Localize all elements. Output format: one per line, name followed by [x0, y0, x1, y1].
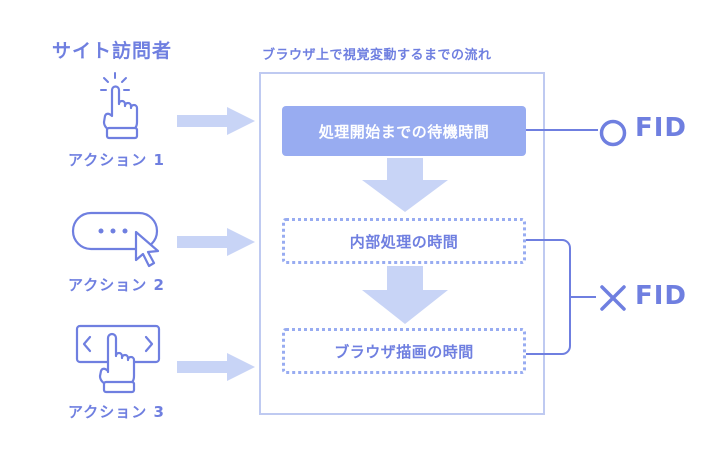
- down-arrow-2: [362, 266, 448, 324]
- fid-included-label: FID: [635, 113, 688, 143]
- action-1-label: アクション 1: [68, 151, 165, 169]
- down-arrow-1: [362, 158, 448, 212]
- browser-flow-title: ブラウザ上で視覚変動するまでの流れ: [262, 48, 492, 63]
- circle-icon: [599, 119, 627, 147]
- input-arrow-3: [177, 353, 255, 381]
- fid-connector-line: [526, 129, 598, 131]
- input-arrow-2: [177, 228, 255, 256]
- browser-render-label: ブラウザ描画の時間: [334, 342, 474, 361]
- browser-frame: [259, 72, 545, 415]
- visitors-title: サイト訪問者: [52, 40, 173, 62]
- swipe-hand-icon: [75, 324, 161, 394]
- cursor-click-icon: [71, 211, 160, 268]
- input-arrow-1: [177, 107, 255, 135]
- action-3-label: アクション 3: [68, 403, 165, 421]
- action-2-label: アクション 2: [68, 276, 165, 294]
- fid-excluded-label: FID: [635, 281, 688, 311]
- fid-bracket: [526, 239, 596, 355]
- browser-render-box: ブラウザ描画の時間: [282, 328, 526, 374]
- wait-time-label: 処理開始までの待機時間: [318, 122, 490, 141]
- wait-time-box: 処理開始までの待機時間: [282, 106, 526, 156]
- cross-icon: [600, 285, 626, 311]
- tap-hand-icon: [100, 72, 139, 140]
- internal-processing-box: 内部処理の時間: [282, 218, 526, 264]
- internal-processing-label: 内部処理の時間: [349, 232, 459, 251]
